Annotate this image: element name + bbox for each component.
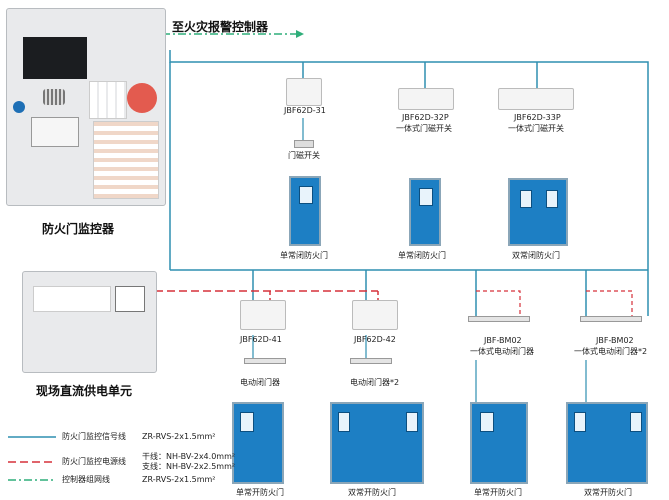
door-top-2-label: 单常闭防火门 [398,251,446,260]
bm02a-model: JBF-BM02 [484,336,522,345]
door-window [574,412,586,432]
d41-model: JBF62D-41 [240,335,282,344]
monitor-key-icon [13,101,25,113]
monitor-screen [23,37,87,79]
bm02a-name: 一体式电动闭门器 [470,347,534,356]
door-bot-2 [330,402,424,484]
bm02b-name: 一体式电动闭门器*2 [574,347,648,356]
door-closer-icon [244,358,286,364]
door-bot-2-label: 双常开防火门 [348,488,396,497]
signal-trunk-top [169,50,649,316]
power-unit-label: 现场直流供电单元 [36,384,133,398]
door-bot-3 [470,402,528,484]
door-bot-1 [232,402,284,484]
bus-arrow [296,30,304,38]
device-jbf62d-31 [286,78,322,106]
d31-model: JBF62D-31 [284,106,326,115]
door-window [299,186,313,204]
device-jbf62d-42 [352,300,398,330]
legend-bus-spec: ZR-RVS-2x1.5mm² [142,475,216,484]
d41-name: 电动闭门器 [240,378,280,387]
legend-bus-name: 控制器组网线 [62,475,110,484]
d42-name: 电动闭门器*2 [350,378,400,387]
door-window [240,412,254,432]
door-bot-3-label: 单常开防火门 [474,488,522,497]
power-drop-bm02 [476,290,521,316]
door-closer-icon [350,358,392,364]
door-window [406,412,418,432]
door-bot-4 [566,402,648,484]
device-jbf62d-41 [240,300,286,330]
door-top-1-label: 单常闭防火门 [280,251,328,260]
monitor-speaker [43,89,65,105]
legend-signal-spec: ZR-RVS-2x1.5mm² [142,432,216,441]
door-sensor-icon [294,140,314,148]
bm02b-model: JBF-BM02 [596,336,634,345]
door-window [630,412,642,432]
fire-door-monitor [6,8,166,206]
legend-signal-name: 防火门监控信号线 [62,432,126,441]
door-window [480,412,494,432]
door-top-2 [409,178,441,246]
dc-power-supply-unit [22,271,157,373]
door-top-3-label: 双常闭防火门 [512,251,560,260]
legend-power-spec1: 干线：NH-BV-2x4.0mm² [142,452,236,461]
monitor-dpad [127,83,157,113]
door-window [338,412,350,432]
door-window [546,190,558,208]
door-window [419,188,433,206]
device-jbf62d-33p [498,88,574,110]
monitor-keypad [89,81,127,119]
power-unit-meter [115,286,145,312]
monitor-printer [31,117,79,147]
door-top-1 [289,176,321,246]
device-jbf62d-32p [398,88,454,110]
integrated-closer-icon [580,316,642,322]
d31-name: 门磁开关 [288,151,320,160]
monitor-indicator-panel [93,121,159,199]
fire-alarm-controller-label: 至火灾报警控制器 [172,20,269,34]
d33p-name: 一体式门磁开关 [508,124,564,133]
integrated-closer-icon [468,316,530,322]
legend-power-spec2: 支线：NH-BV-2x2.5mm² [142,462,236,471]
monitor-label: 防火门监控器 [42,222,115,236]
door-top-3 [508,178,568,246]
legend-power-name: 防火门监控电源线 [62,457,126,466]
d33p-model: JBF62D-33P [514,113,561,122]
door-bot-4-label: 双常开防火门 [584,488,632,497]
d42-model: JBF62D-42 [354,335,396,344]
door-bot-1-label: 单常开防火门 [236,488,284,497]
d32p-name: 一体式门磁开关 [396,124,452,133]
d32p-model: JBF62D-32P [402,113,449,122]
power-drop-bm02b [586,290,633,316]
power-unit-panel [33,286,111,312]
door-window [520,190,532,208]
